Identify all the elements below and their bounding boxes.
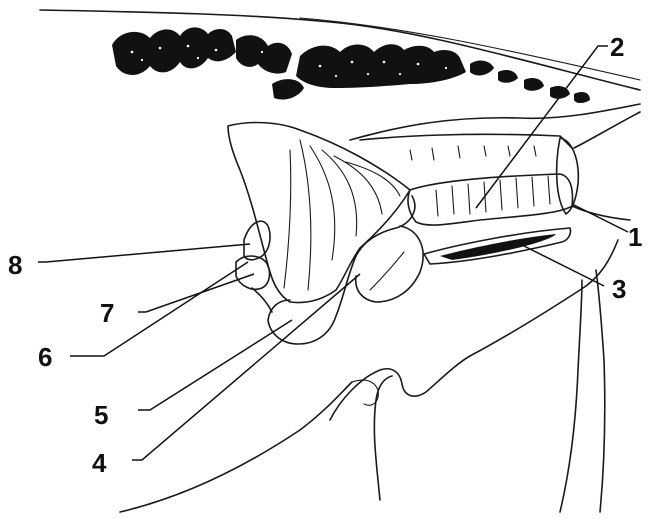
skin-fold xyxy=(352,380,378,405)
label-6: 6 xyxy=(38,344,52,370)
organ-mark xyxy=(370,252,404,290)
flank-edge xyxy=(574,112,640,148)
vertebral-column xyxy=(112,27,590,103)
leader-6 xyxy=(70,262,248,356)
label-3: 3 xyxy=(612,276,626,302)
wedge-striations xyxy=(284,140,400,290)
prepuce-structure xyxy=(236,256,269,289)
limb-contour-right xyxy=(560,280,582,512)
label-2: 2 xyxy=(610,34,624,60)
suspensory-structure xyxy=(228,123,410,303)
leader-8 xyxy=(38,244,250,262)
limb-contour xyxy=(374,376,392,500)
leader-5 xyxy=(138,320,292,410)
leader-2 xyxy=(476,46,608,208)
label-5: 5 xyxy=(94,402,108,428)
ventral-contour xyxy=(330,240,618,420)
leader-4 xyxy=(132,274,360,460)
rectum-outline xyxy=(360,134,572,148)
leader-3 xyxy=(520,244,604,286)
label-8: 8 xyxy=(8,252,22,278)
body-contour-left xyxy=(120,382,352,512)
gland-end-cap xyxy=(557,138,579,214)
gland-tube xyxy=(408,174,573,225)
limb-contour-rear xyxy=(596,270,605,512)
label-7: 7 xyxy=(100,300,114,326)
label-1: 1 xyxy=(628,224,642,250)
sheath-structure xyxy=(252,288,272,312)
label-4: 4 xyxy=(92,450,106,476)
leader-7 xyxy=(138,274,254,312)
tubular-organ-inner xyxy=(356,226,423,302)
